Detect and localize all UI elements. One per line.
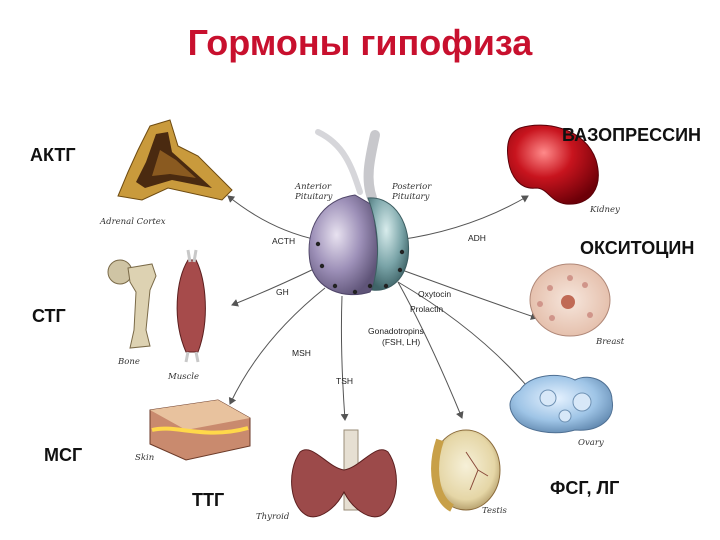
organ-label-bone: Bone [118, 357, 140, 367]
label-ttg: ТТГ [192, 490, 225, 510]
adrenal-cortex-illustration [117, 119, 233, 201]
thyroid-illustration [291, 429, 397, 518]
hormone-adh: ADH [468, 233, 486, 243]
label-posterior-pituitary: Posterior Pituitary [392, 182, 432, 202]
organ-label-adrenal: Adrenal Cortex [100, 217, 166, 227]
testis-illustration [431, 429, 501, 512]
arrows [227, 195, 538, 421]
bone-illustration [107, 259, 157, 349]
hormone-gonadotropins: Gonadotropins [368, 326, 424, 336]
label-vasopressin: ВАЗОПРЕССИН [562, 125, 702, 145]
ovary-illustration [509, 374, 614, 434]
label-fsg-lg: ФСГ, ЛГ [550, 478, 620, 498]
organ-label-kidney: Kidney [590, 205, 620, 215]
hormone-prolactin: Prolactin [410, 304, 444, 314]
kidney-illustration [507, 124, 599, 205]
label-msg: МСГ [44, 445, 83, 465]
organ-label-testis: Testis [482, 506, 507, 516]
skin-illustration [149, 399, 251, 461]
pituitary-gland [308, 129, 410, 296]
page-title: Гормоны гипофиза [187, 22, 533, 63]
hormone-gonadotropins-sub: (FSH, LH) [382, 337, 421, 347]
hormone-acth: ACTH [272, 236, 296, 246]
hormone-oxytocin: Oxytocin [418, 289, 452, 299]
hormone-tsh: TSH [336, 376, 353, 386]
label-stg: СТГ [32, 306, 66, 326]
organ-label-thyroid: Thyroid [256, 512, 290, 522]
breast-illustration [529, 263, 611, 337]
muscle-illustration [176, 249, 206, 363]
label-oxytocin: ОКСИТОЦИН [580, 238, 695, 258]
label-actg: АКТГ [30, 145, 76, 165]
organ-label-breast: Breast [596, 337, 625, 347]
organ-label-skin: Skin [135, 453, 155, 463]
hormone-msh: MSH [292, 348, 311, 358]
hormone-gh: GH [276, 287, 289, 297]
organ-label-ovary: Ovary [578, 438, 604, 448]
label-anterior-pituitary: Anterior Pituitary [295, 182, 333, 202]
organ-label-muscle: Muscle [168, 372, 200, 382]
